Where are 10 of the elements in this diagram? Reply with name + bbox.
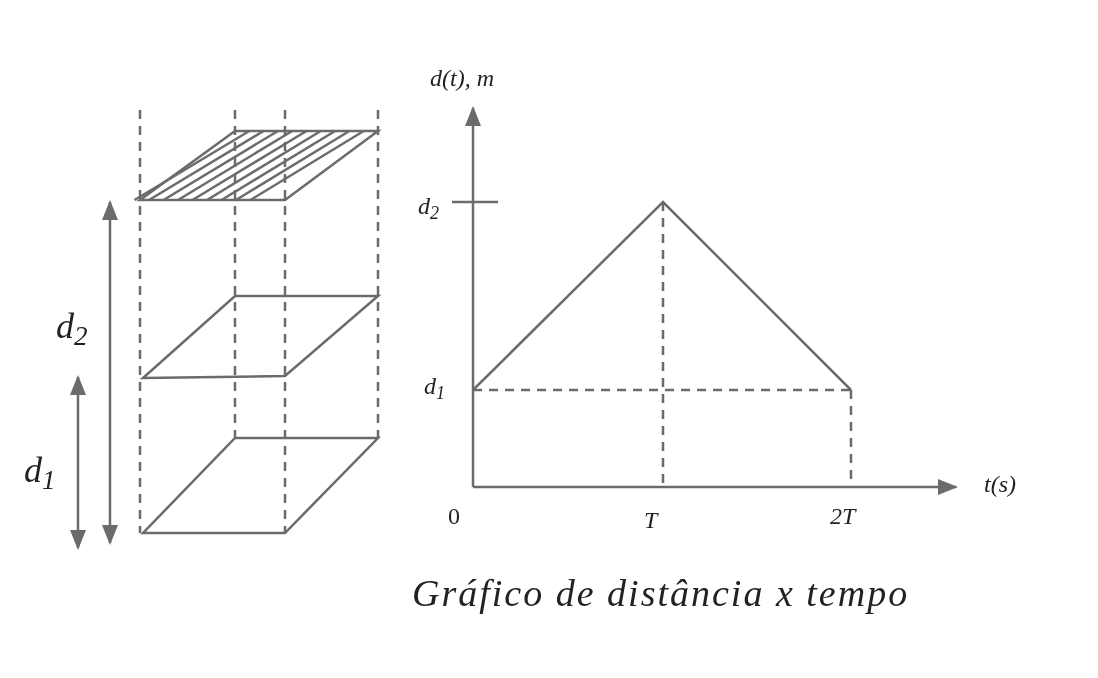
tick-label: T (644, 508, 658, 532)
tick-label: d$_{1}$ (424, 374, 445, 398)
tick-label: 2T (830, 504, 856, 528)
axis-label: t(s) (984, 472, 1016, 496)
axis-label: d(t), m (430, 66, 494, 90)
caption: Gráfico de distância x tempo (412, 574, 910, 612)
dimension-label: d$_{2}$ (56, 308, 88, 344)
tick-label: d$_{2}$ (418, 194, 439, 218)
dimension-label: d$_{1}$ (24, 452, 56, 488)
tick-label: 0 (448, 504, 460, 528)
